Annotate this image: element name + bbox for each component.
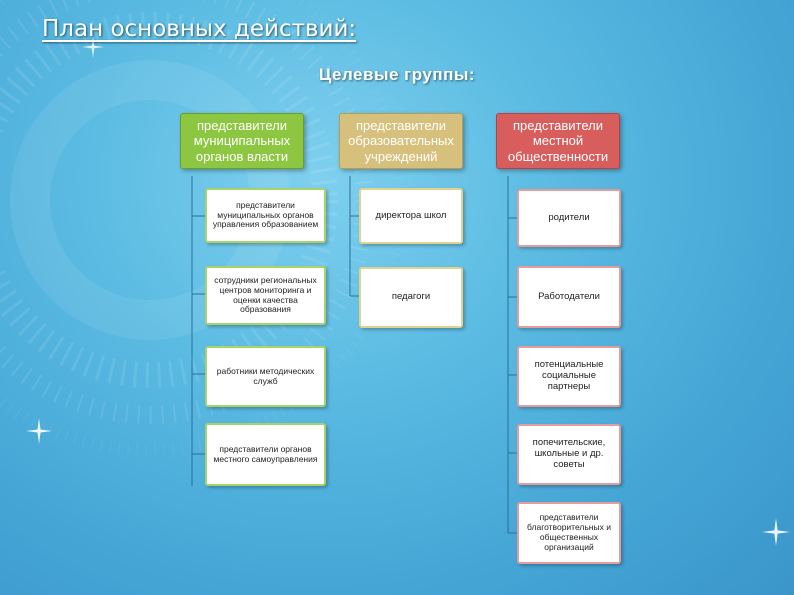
column-header-institutions: представители образовательных учреждений [339, 113, 463, 169]
group-item-employers: Работодатели [517, 266, 621, 328]
group-item-methodical-services: работники методических служб [205, 346, 326, 407]
sparkle-icon [762, 518, 790, 546]
group-item-councils: попечительские, школьные и др. советы [517, 424, 621, 485]
group-item-local-government: представители органов местного самоуправ… [205, 423, 326, 486]
sparkle-icon [26, 418, 52, 444]
column-header-community: представители местной общественности [496, 113, 620, 169]
group-item-parents: родители [517, 189, 621, 247]
group-item-school-directors: директора школ [359, 188, 463, 244]
connector-col1 [191, 176, 206, 486]
group-item-education-authorities: представители муниципальных органов упра… [205, 188, 326, 243]
group-item-charity-organizations: представители благотворительных и общест… [517, 502, 621, 564]
group-item-monitoring-centers: сотрудники региональных центров монитори… [205, 266, 326, 325]
page-title: План основных действий: [42, 16, 357, 42]
group-item-social-partners: потенциальные социальные партнеры [517, 346, 621, 407]
column-header-authorities: представители муниципальных органов влас… [180, 113, 304, 169]
target-groups-subtitle: Целевые группы: [318, 65, 476, 84]
group-item-teachers: педагоги [359, 267, 463, 328]
